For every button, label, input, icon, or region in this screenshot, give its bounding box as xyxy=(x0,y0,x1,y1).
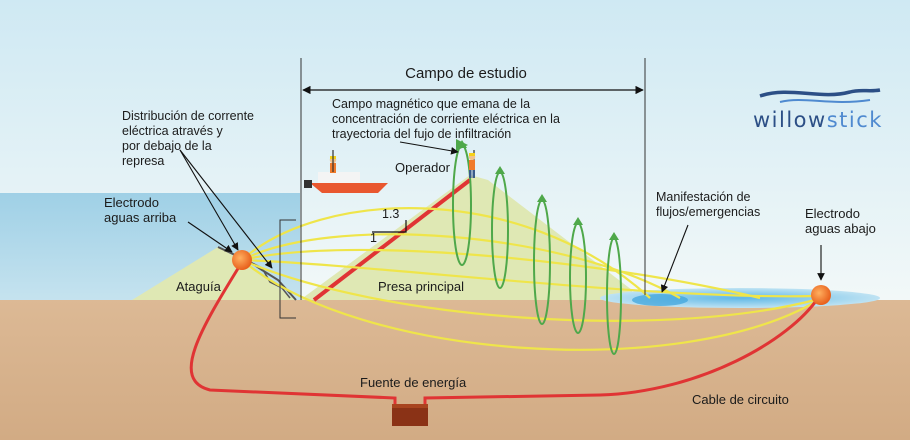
main-dam-label: Presa principal xyxy=(378,279,464,294)
circuit-cable xyxy=(189,261,820,406)
current-line xyxy=(241,259,816,351)
study-field-label: Campo de estudio xyxy=(405,65,527,82)
magnetic-field-line-3: trayectoria del fujo de infiltración xyxy=(332,127,511,141)
distribution-line-3: por debajo de la xyxy=(122,139,212,153)
downstream-electrode xyxy=(811,285,831,305)
downstream-electrode-line-1: Electrodo xyxy=(805,206,860,221)
upstream-electrode-line-1: Electrodo xyxy=(104,195,159,210)
willowstick-logo: willowstick xyxy=(753,88,883,132)
upstream-electrode xyxy=(232,250,252,270)
seepage-line-2: flujos/emergencias xyxy=(656,205,760,219)
upstream-electrode-line-2: aguas arriba xyxy=(104,210,177,225)
power-source-label: Fuente de energía xyxy=(360,375,467,390)
logo-wave-icon xyxy=(759,88,881,98)
magnetic-field-line-1: Campo magnético que emana de la xyxy=(332,97,530,111)
logo-text-part2: stick xyxy=(827,108,883,132)
slope-rise-label: 1 xyxy=(370,231,377,245)
distribution-line-4: represa xyxy=(122,154,164,168)
svg-text:willowstick: willowstick xyxy=(753,108,883,132)
downstream-electrode-line-2: aguas abajo xyxy=(805,221,876,236)
current-lines xyxy=(241,207,816,351)
seepage-pool xyxy=(632,294,688,306)
cofferdam-bracket xyxy=(279,219,296,319)
slope-run-label: 1.3 xyxy=(382,207,399,221)
magnetic-field-line-2: concentración de corriente eléctrica en … xyxy=(332,112,560,126)
seepage-line-1: Manifestación de xyxy=(656,190,751,204)
dam-upstream-face xyxy=(312,178,472,302)
cofferdam xyxy=(132,247,296,300)
circuit-cable-label: Cable de circuito xyxy=(692,392,789,407)
distribution-line-2: eléctrica através y xyxy=(122,124,223,138)
current-line xyxy=(241,258,816,298)
distribution-pointer xyxy=(179,149,239,251)
ground xyxy=(0,300,910,440)
cofferdam-label: Ataguía xyxy=(176,279,222,294)
distribution-pointer-2 xyxy=(179,149,273,269)
magnetic-field-pointer xyxy=(399,141,459,155)
field-loop-arrows xyxy=(457,140,619,240)
boat-icon xyxy=(304,150,388,193)
logo-text-part1: willow xyxy=(753,108,827,132)
operator-icon xyxy=(468,150,476,178)
current-line xyxy=(241,248,761,300)
slope-indicator xyxy=(372,220,407,233)
seepage-pointer xyxy=(660,224,689,293)
operator-label: Operador xyxy=(395,160,451,175)
distribution-line-1: Distribución de corrente xyxy=(122,109,254,123)
current-line xyxy=(241,258,816,322)
upstream-electrode-pointer xyxy=(187,221,233,253)
power-source-box xyxy=(392,404,428,426)
